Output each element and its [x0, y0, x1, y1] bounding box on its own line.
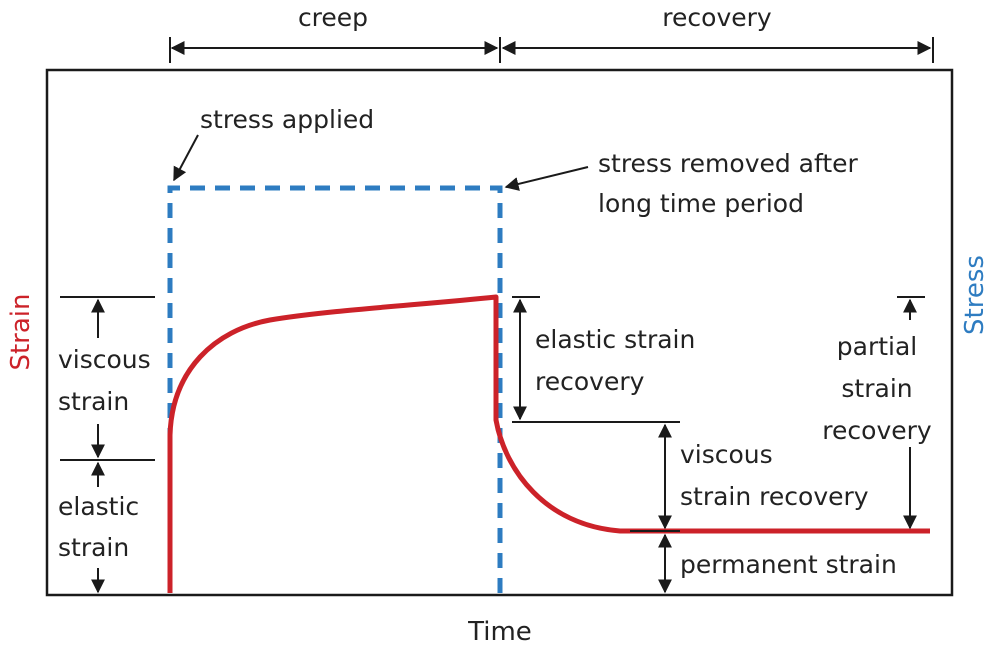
reference-lines [60, 296, 925, 532]
plot-frame [45, 68, 954, 597]
stress-applied-label: stress applied [200, 105, 374, 134]
stress-applied-pointer [173, 134, 199, 182]
elastic-strain-recovery-label-line1: elastic strain [535, 325, 695, 354]
partial-strain-recovery-label-line1: partial [837, 332, 917, 361]
partial-strain-recovery-label-line2: strain [841, 374, 912, 403]
strain-curve [167, 294, 930, 593]
stress-curve [167, 185, 503, 593]
partial-strain-recovery-label-line3: recovery [822, 416, 932, 445]
creep-label: creep [298, 3, 368, 32]
viscous-strain-recovery-label-line2: strain recovery [680, 482, 869, 511]
viscous-strain-label-line2: strain [58, 387, 129, 416]
elastic-strain-label-line2: strain [58, 533, 129, 562]
stress-removed-pointer [504, 166, 589, 191]
recovery-label: recovery [662, 3, 772, 32]
viscous-strain-label-line1: viscous [58, 345, 151, 374]
viscous-strain-recovery-label-line1: viscous [680, 440, 773, 469]
recovery-dimension-arrows [513, 298, 917, 594]
stress-axis-label: Stress [960, 255, 990, 335]
elastic-strain-recovery-label-line2: recovery [535, 367, 645, 396]
time-axis-label: Time [467, 617, 532, 647]
phase-span-arrows [169, 37, 934, 63]
stress-removed-label-line1: stress removed after [598, 149, 859, 178]
stress-removed-label-line2: long time period [598, 189, 804, 218]
elastic-strain-label-line1: elastic [58, 492, 139, 521]
strain-axis-label: Strain [6, 293, 36, 370]
permanent-strain-label: permanent strain [680, 550, 897, 579]
